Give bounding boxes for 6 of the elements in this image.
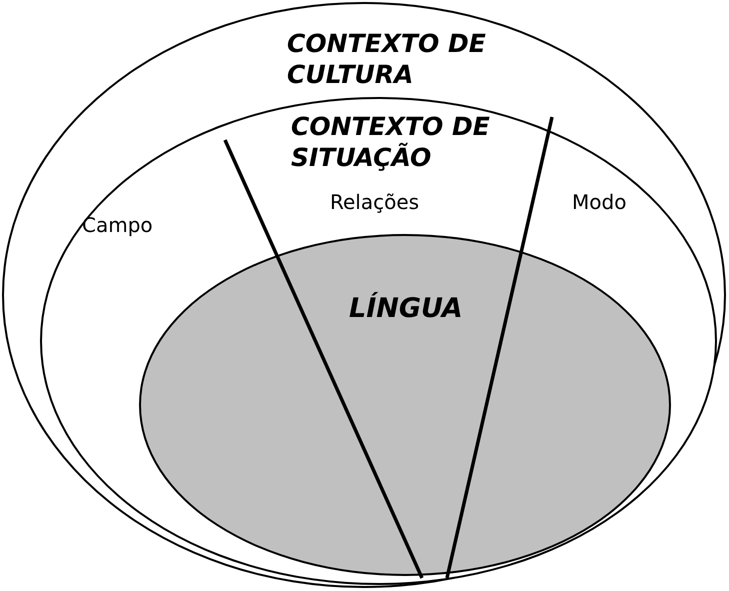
region-heading: CONTEXTO DE SITUAÇÃO <box>291 111 491 174</box>
region-heading: CONTEXTO DE CULTURA <box>287 28 487 90</box>
category-label: Modo <box>572 189 626 216</box>
region-heading: LÍNGUA <box>349 292 464 326</box>
category-label: Relações <box>330 189 420 216</box>
category-label: Campo <box>82 212 153 239</box>
